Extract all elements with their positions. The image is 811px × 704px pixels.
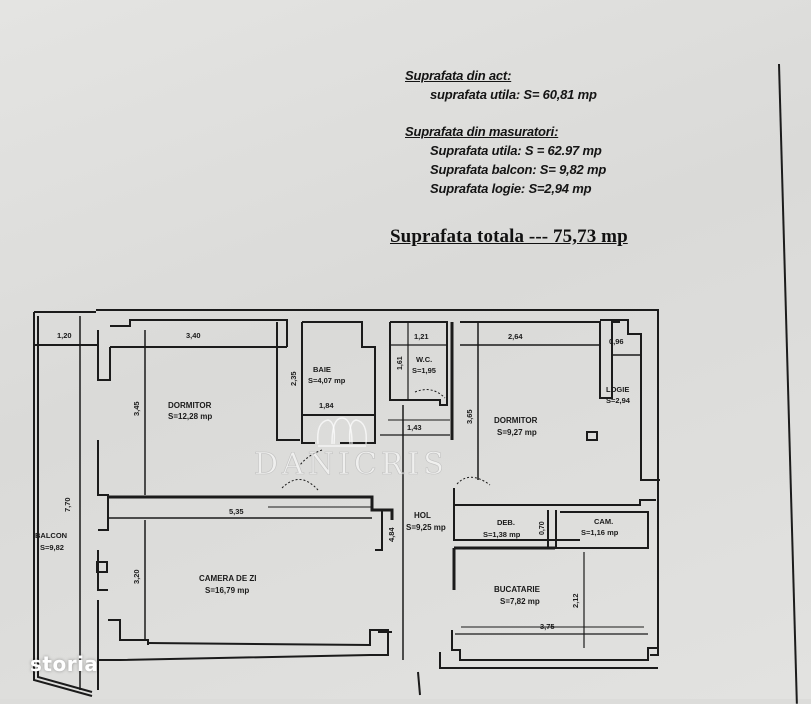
agency-crown-logo-icon bbox=[316, 417, 368, 447]
room-wc-area: S=1,95 bbox=[412, 366, 436, 375]
dim-wc-depth: 1,61 bbox=[397, 356, 404, 370]
room-logie-label: LOGIE bbox=[606, 385, 629, 394]
room-logie-area: S=2,94 bbox=[606, 396, 631, 405]
room-hol-area: S=9,25 mp bbox=[406, 523, 446, 532]
room-wc-label: W.C. bbox=[416, 355, 432, 364]
dim-baie-width: 1,84 bbox=[319, 401, 334, 410]
room-camara-area: S=1,16 mp bbox=[581, 528, 619, 537]
total-area: Suprafata totala --- 75,73 mp bbox=[390, 226, 628, 247]
dim-balcon-width: 1,20 bbox=[57, 331, 72, 340]
room-dormitor-2-label: DORMITOR bbox=[494, 416, 538, 425]
room-hol-label: HOL bbox=[414, 511, 431, 520]
room-bucatarie-label: BUCATARIE bbox=[494, 585, 541, 594]
room-camera-de-zi-area: S=16,79 mp bbox=[205, 586, 249, 595]
dim-deb-width: 0,70 bbox=[539, 521, 546, 535]
room-dormitor-1-label: DORMITOR bbox=[168, 401, 212, 410]
room-camera-de-zi-label: CAMERA DE ZI bbox=[199, 574, 256, 583]
room-dormitor-2-area: S=9,27 mp bbox=[497, 428, 537, 437]
measured-balcony-area: Suprafata balcon: S= 9,82 mp bbox=[430, 162, 607, 177]
room-baie-label: BAIE bbox=[313, 365, 331, 374]
deed-useful-area: suprafata utila: S= 60,81 mp bbox=[430, 87, 597, 102]
dim-logie-width: 0,96 bbox=[609, 337, 624, 346]
dim-bucatarie-depth: 2,12 bbox=[571, 593, 580, 608]
dim-baie-depth: 2,35 bbox=[289, 371, 298, 386]
room-balcon-label: BALCON bbox=[35, 531, 67, 540]
room-balcon-area: S=9,82 bbox=[40, 543, 64, 552]
measured-heading: Suprafata din masuratori: bbox=[405, 124, 559, 139]
room-debara-area: S=1,38 mp bbox=[483, 530, 521, 539]
dim-dormitor2-width: 2,64 bbox=[508, 332, 523, 341]
deed-heading: Suprafata din act: bbox=[405, 68, 512, 83]
dim-dormitor1-depth: 3,45 bbox=[132, 401, 141, 416]
room-dormitor-1-area: S=12,28 mp bbox=[168, 412, 212, 421]
dim-camera-depth: 3,20 bbox=[132, 569, 141, 584]
agency-watermark: DANICRIS bbox=[254, 447, 448, 483]
room-baie-area: S=4,07 mp bbox=[308, 376, 346, 385]
dim-dormitor1-width: 3,40 bbox=[186, 331, 201, 340]
portal-watermark: storia bbox=[30, 652, 99, 676]
dim-balcon-length: 7,70 bbox=[63, 497, 72, 512]
measured-useful-area: Suprafata utila: S = 62.97 mp bbox=[430, 143, 602, 158]
measured-loggia-area: Suprafata logie: S=2,94 mp bbox=[430, 181, 592, 196]
dim-camera-width: 5,35 bbox=[229, 507, 244, 516]
room-debara-label: DEB. bbox=[497, 518, 515, 527]
dim-dormitor2-depth: 3,65 bbox=[465, 409, 474, 424]
dim-hol-width: 1,43 bbox=[407, 423, 422, 432]
dim-hol-length: 4,84 bbox=[387, 527, 396, 542]
room-bucatarie-area: S=7,82 mp bbox=[500, 597, 540, 606]
dim-wc-width: 1,21 bbox=[414, 332, 429, 341]
room-camara-label: CAM. bbox=[594, 517, 613, 526]
area-summary: Suprafata din act: suprafata utila: S= 6… bbox=[405, 66, 606, 198]
